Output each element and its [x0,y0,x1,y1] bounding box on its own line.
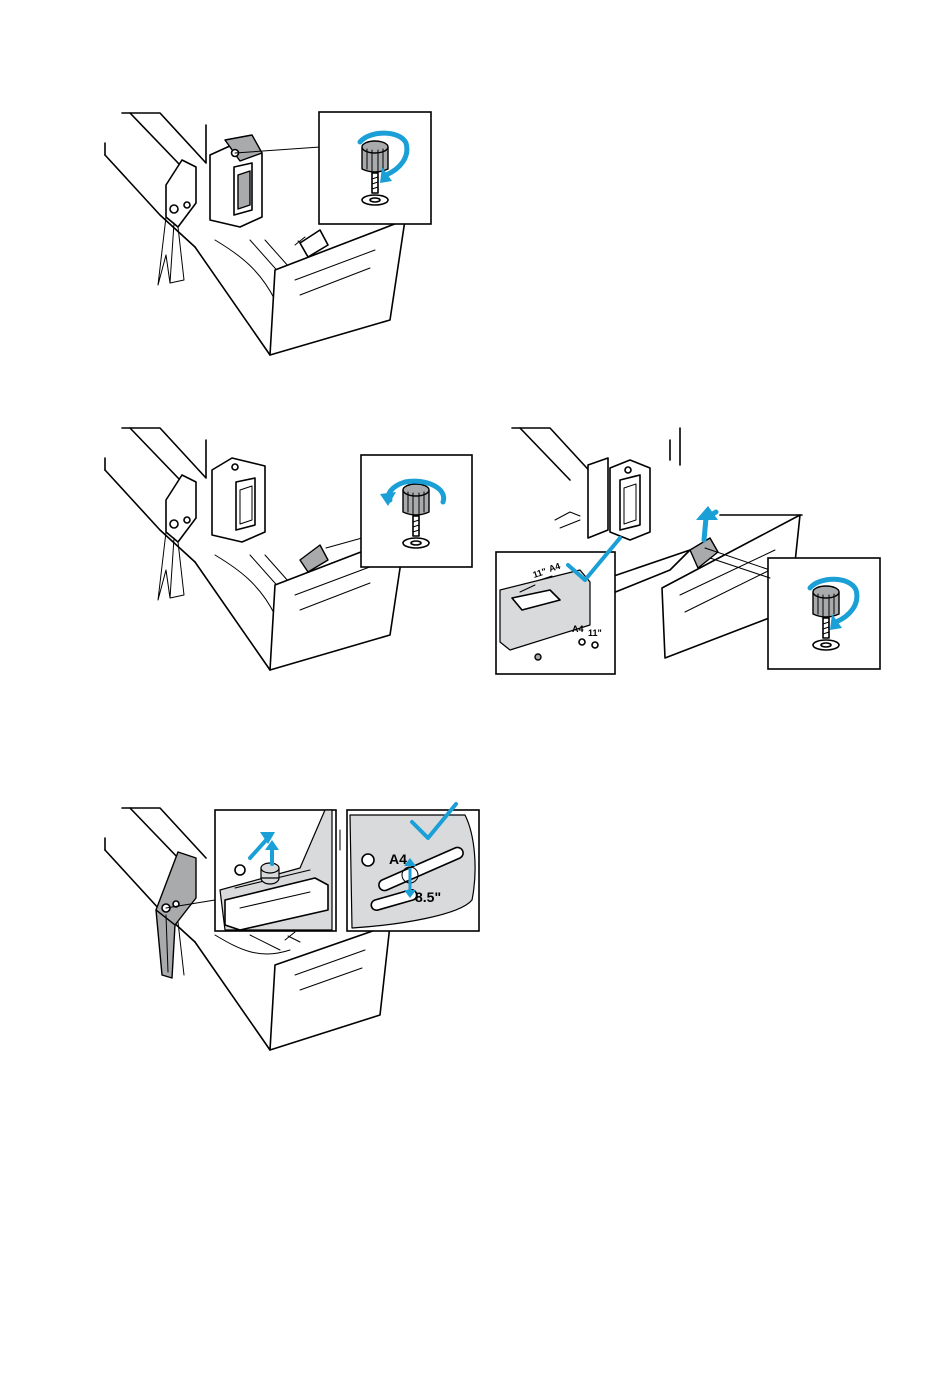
label-eleven: 11" [588,628,602,638]
figure-2a-tray-illustration [100,420,480,675]
figure-1-tray-illustration [100,105,440,360]
figure-2b-tray-illustration: 11" A4 A4 11" [490,420,890,680]
paper-tray-icon [105,428,405,670]
label-a4: A4 [572,624,584,634]
label-eight-five: 8.5" [415,889,441,905]
label-a4: A4 [389,851,407,867]
figure-3-tray-illustration: A4 8.5" [100,800,485,1055]
